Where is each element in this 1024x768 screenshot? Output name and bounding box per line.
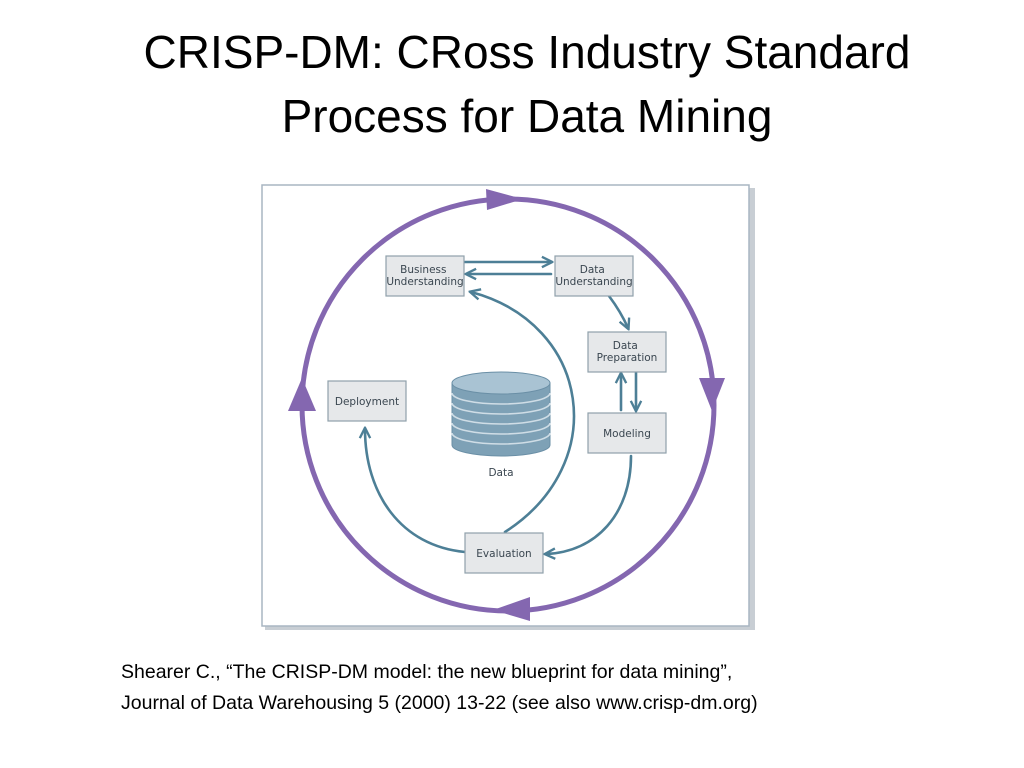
- node-label-line: Business: [400, 264, 446, 276]
- outer-arrowhead-top: [486, 189, 523, 210]
- citation: Shearer C., “The CRISP-DM model: the new…: [121, 657, 1001, 719]
- cylinder-ring: [451, 412, 551, 425]
- cylinder-ring: [451, 392, 551, 405]
- node-label: Modeling: [603, 428, 651, 440]
- node-label: Evaluation: [476, 548, 531, 560]
- node-label-line: Preparation: [597, 352, 658, 364]
- node-box: [385, 255, 465, 297]
- node-modeling: Modeling: [587, 412, 667, 454]
- outer-arrowhead-left: [288, 378, 316, 411]
- svg-text:Data Understanding: Data Understanding: [555, 264, 632, 288]
- slide-title: CRISP-DM: CRoss Industry Standard Proces…: [60, 20, 994, 148]
- node-box: [587, 331, 667, 373]
- svg-text:Data Preparation: Data Preparation: [597, 340, 658, 364]
- node-label-line: Understanding: [386, 276, 463, 288]
- citation-line-1: Shearer C., “The CRISP-DM model: the new…: [121, 661, 733, 683]
- data-cylinder: Data: [451, 371, 551, 479]
- outer-arrowhead-right: [699, 378, 725, 411]
- node-label-line: Data: [613, 340, 638, 352]
- node-deployment: Deployment: [327, 380, 407, 422]
- arrow-evaluation-to-deployment: [365, 429, 467, 554]
- node-data-understanding: Data Understanding: [554, 255, 634, 297]
- node-box: [327, 380, 407, 422]
- node-data-preparation: Data Preparation: [587, 331, 667, 373]
- title-line-2: Process for Data Mining: [281, 90, 773, 142]
- crisp-dm-diagram: Business Understanding Data Understandin…: [261, 184, 757, 632]
- node-box: [554, 255, 634, 297]
- node-label-line: Understanding: [555, 276, 632, 288]
- node-label: Deployment: [335, 396, 399, 408]
- cylinder-body: [451, 382, 551, 457]
- cylinder-top: [451, 371, 551, 395]
- node-business-understanding: Business Understanding: [385, 255, 465, 297]
- arrow-modeling-to-evaluation: [546, 454, 633, 554]
- outer-arrowhead-bottom: [493, 597, 530, 621]
- node-label-line: Data: [580, 264, 605, 276]
- arrow-data-understanding-to-preparation: [607, 294, 628, 328]
- cylinder-ring: [451, 402, 551, 415]
- node-box: [587, 412, 667, 454]
- arrow-evaluation-to-business: [471, 292, 576, 534]
- cylinder-ring: [451, 432, 551, 445]
- cylinder-ring: [451, 422, 551, 435]
- svg-text:Business Understanding: Business Understanding: [386, 264, 463, 288]
- citation-line-2: Journal of Data Warehousing 5 (2000) 13-…: [121, 692, 758, 714]
- data-label: Data: [488, 467, 513, 479]
- node-evaluation: Evaluation: [464, 532, 544, 574]
- title-line-1: CRISP-DM: CRoss Industry Standard: [143, 26, 911, 78]
- node-box: [464, 532, 544, 574]
